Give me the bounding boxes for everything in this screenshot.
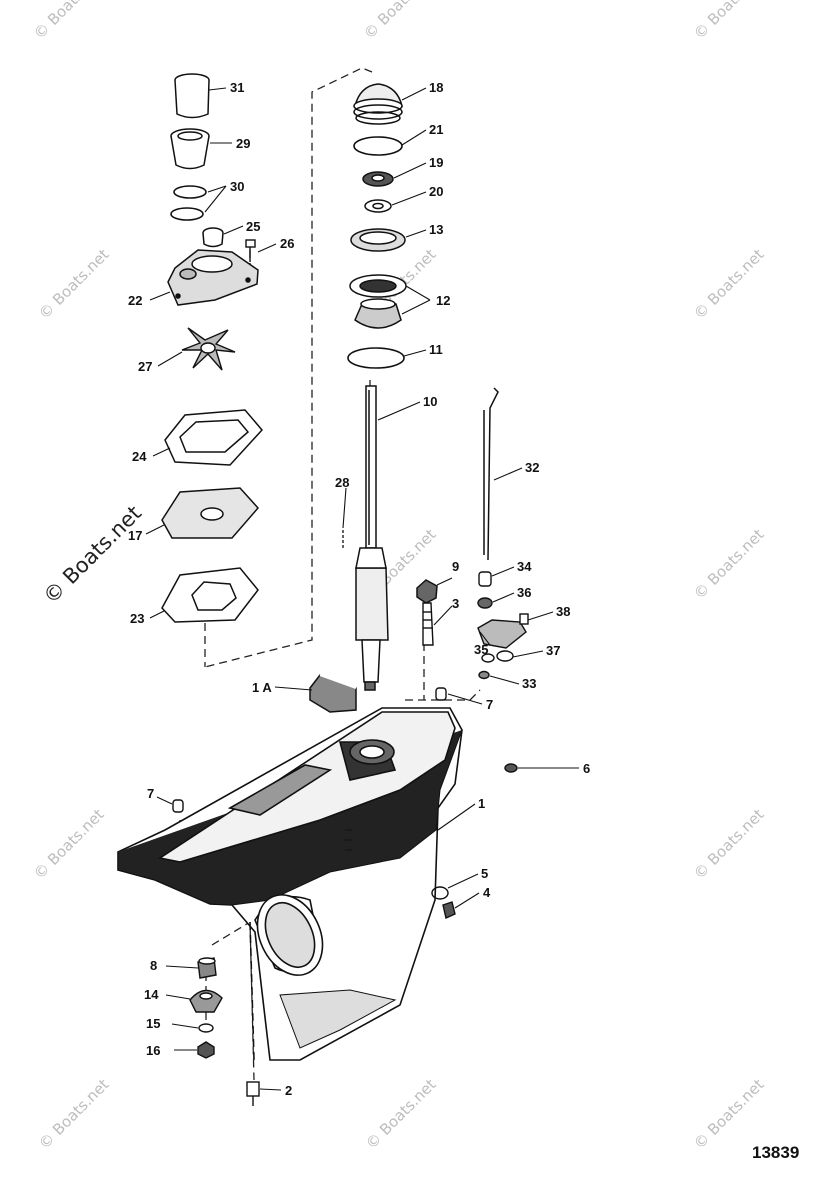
watermark: © Boats.net	[362, 1075, 440, 1153]
callout-34: 34	[517, 559, 532, 574]
callout-labels: 31 29 30 25 26 22 27 24 17 23 18 21 19 2…	[128, 80, 590, 1098]
callout-24: 24	[132, 449, 147, 464]
callout-14: 14	[144, 987, 159, 1002]
part-21-o-ring	[353, 136, 403, 156]
part-25-grommet	[202, 227, 224, 248]
part-15-washer	[198, 1023, 214, 1033]
part-23-gasket	[161, 567, 259, 623]
watermark-main: © Boats.net	[39, 501, 147, 609]
callout-15: 15	[146, 1016, 160, 1031]
figure-number: 13839	[752, 1143, 799, 1162]
callout-28: 28	[335, 475, 349, 490]
watermark: © Boats.net	[690, 0, 768, 43]
callout-32: 32	[525, 460, 539, 475]
callout-17: 17	[128, 528, 142, 543]
callout-27: 27	[138, 359, 152, 374]
part-3-stud	[422, 602, 434, 646]
watermark: © Boats.net	[30, 805, 108, 883]
part-4-screw	[442, 901, 456, 919]
callout-30: 30	[230, 179, 244, 194]
callout-26: 26	[280, 236, 294, 251]
callout-20: 20	[429, 184, 443, 199]
callout-12: 12	[436, 293, 450, 308]
leader-lines	[145, 87, 579, 1091]
part-16-nut	[197, 1041, 215, 1059]
shift-linkage-parts	[477, 571, 529, 680]
callout-10: 10	[423, 394, 437, 409]
callout-19: 19	[429, 155, 443, 170]
watermark: © Boats.net	[690, 1075, 768, 1153]
callout-31: 31	[230, 80, 244, 95]
part-8-bushing	[197, 957, 217, 979]
part-37-washer	[481, 653, 495, 663]
part-33-nut	[478, 670, 490, 680]
callout-1A: 1 A	[252, 680, 272, 695]
callout-38: 38	[556, 604, 570, 619]
watermark: © Boats.net	[360, 0, 438, 43]
callout-9: 9	[452, 559, 459, 574]
part-31-sleeve	[174, 73, 210, 119]
callout-21: 21	[429, 122, 443, 137]
part-1A-anode	[309, 674, 357, 713]
part-35-coupler	[477, 619, 527, 649]
part-2-screw	[246, 1081, 260, 1106]
callout-7-lower: 7	[147, 786, 154, 801]
part-38-screw	[519, 613, 529, 625]
callout-22: 22	[128, 293, 142, 308]
watermark: © Boats.net	[690, 805, 768, 883]
callout-37: 37	[546, 643, 560, 658]
watermark: © Boats.net	[35, 245, 113, 323]
part-10-driveshaft	[355, 385, 389, 691]
part-26-screw	[245, 239, 256, 262]
part-29-insert	[170, 128, 210, 170]
part-27-impeller	[181, 327, 236, 371]
callout-3: 3	[452, 596, 459, 611]
callout-11: 11	[429, 342, 443, 357]
callout-8: 8	[150, 958, 157, 973]
part-12-bearing	[349, 274, 407, 329]
part-7-dowel-upper	[435, 687, 447, 701]
part-1-gear-housing	[117, 707, 463, 1061]
part-13-retainer	[350, 228, 406, 252]
part-17-plate	[161, 487, 260, 539]
part-19-seal	[362, 171, 394, 187]
part-24-gasket	[164, 409, 263, 466]
watermark: © Boats.net	[690, 245, 768, 323]
callout-18: 18	[429, 80, 443, 95]
part-9-nut	[416, 579, 438, 604]
callout-29: 29	[236, 136, 250, 151]
part-32-shift-shaft	[483, 387, 499, 561]
part-7-dowel-lower	[172, 799, 184, 813]
part-36-nut	[477, 597, 493, 609]
callout-2: 2	[285, 1083, 292, 1098]
callout-6: 6	[583, 761, 590, 776]
callout-13: 13	[429, 222, 443, 237]
callout-5: 5	[481, 866, 488, 881]
callout-23: 23	[130, 611, 144, 626]
part-30-o-rings	[170, 185, 207, 221]
part-34-bushing	[478, 571, 492, 587]
callout-7-upper: 7	[486, 697, 493, 712]
watermark: © Boats.net	[690, 525, 768, 603]
part-14-gear	[189, 989, 223, 1013]
part-6-plug	[504, 763, 518, 773]
callout-33: 33	[522, 676, 536, 691]
part-5-washer	[431, 886, 449, 900]
callout-35: 35	[474, 642, 488, 657]
callout-16: 16	[146, 1043, 160, 1058]
callout-1: 1	[478, 796, 485, 811]
part-22-pump-housing	[167, 249, 259, 306]
part-20-bushing	[364, 199, 392, 213]
callout-4: 4	[483, 885, 491, 900]
callout-36: 36	[517, 585, 531, 600]
callout-25: 25	[246, 219, 260, 234]
part-18-boot	[353, 83, 403, 125]
watermark: © Boats.net	[30, 0, 108, 43]
part-11-shim	[347, 347, 405, 369]
watermark: © Boats.net	[35, 1075, 113, 1153]
